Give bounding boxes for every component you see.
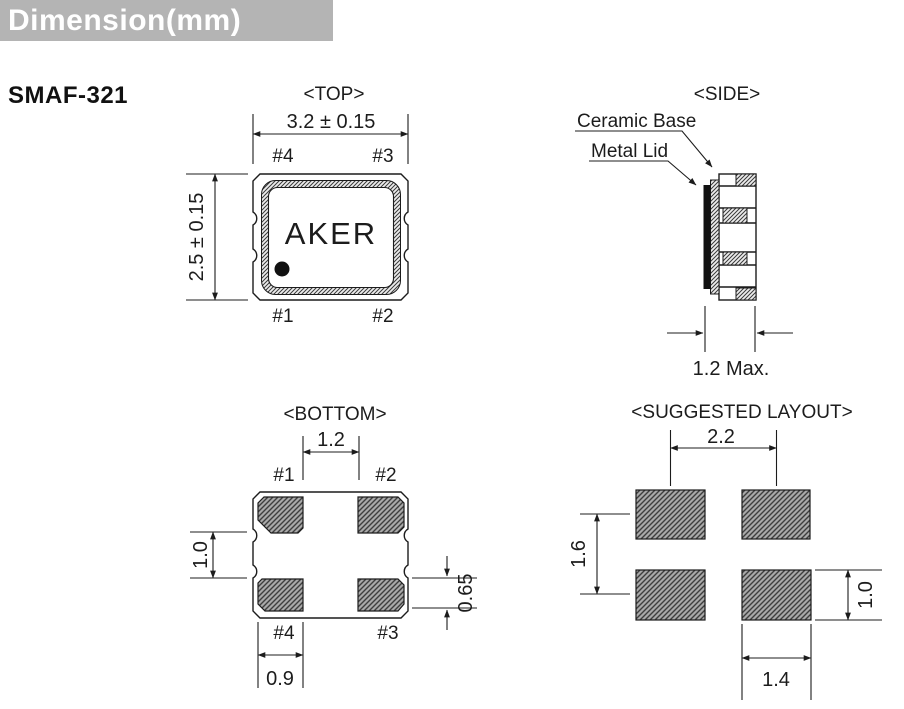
layout-pad-top-right [741, 489, 811, 540]
layout-pad-width-dimension: 1.4 [741, 624, 812, 700]
bottom-pin3-label: #3 [377, 623, 398, 644]
side-view: <SIDE> Ceramic Base Metal Lid [575, 84, 793, 380]
layout-pad-top-left [635, 489, 706, 540]
side-metal-lid [703, 185, 711, 289]
metal-lid-label: Metal Lid [591, 141, 668, 162]
layout-pad-bottom-left [635, 569, 706, 621]
side-castellation-top [735, 173, 757, 187]
bottom-pad-gap-x-dimension: 1.2 [302, 429, 360, 480]
top-view: <TOP> 3.2 ± 0.15 #4 #3 #1 #2 AKER [186, 84, 409, 327]
bottom-view: <BOTTOM> 1.2 #1 #2 1.0 [190, 404, 477, 690]
bottom-pad-4 [257, 578, 304, 612]
layout-pitch-x-dimension: 2.2 [669, 426, 778, 486]
bottom-view-title: <BOTTOM> [283, 404, 386, 425]
top-pin1-label: #1 [272, 306, 293, 327]
layout-pad-bottom-right [741, 569, 812, 621]
bottom-pad-gap-y-dimension: 1.0 [190, 531, 247, 579]
side-ceramic-body [718, 173, 757, 301]
layout-pad-width-label: 1.4 [762, 669, 790, 691]
section-title: Dimension(mm) [8, 3, 242, 37]
top-view-title: <TOP> [304, 84, 365, 105]
layout-view: <SUGGESTED LAYOUT> 2.2 1.6 [568, 402, 882, 700]
bottom-pad-2 [357, 496, 405, 534]
ceramic-base-leader [575, 130, 713, 168]
top-height-dim-label: 2.5 ± 0.15 [186, 193, 208, 282]
side-electrode-lower [722, 251, 748, 266]
part-number-label: SMAF-321 [8, 82, 129, 109]
side-thickness-dim-label: 1.2 Max. [693, 358, 770, 380]
layout-pitch-x-label: 2.2 [707, 426, 735, 448]
side-ceramic-wall [710, 179, 720, 295]
top-pin4-label: #4 [272, 146, 294, 167]
side-thickness-dimension: 1.2 Max. [667, 306, 793, 380]
bottom-pad-gap-y-label: 1.0 [190, 541, 212, 569]
bottom-pad-1 [257, 496, 304, 534]
pin1-dot-marker [274, 261, 290, 277]
bottom-pad-3 [357, 578, 405, 612]
bottom-pad-height-label: 0.65 [455, 574, 477, 613]
layout-pitch-y-dimension: 1.6 [568, 513, 630, 595]
bottom-pin4-label: #4 [273, 623, 295, 644]
section-header: Dimension(mm) [0, 0, 333, 41]
metal-lid-leader [589, 160, 697, 186]
top-width-dim-label: 3.2 ± 0.15 [287, 111, 376, 133]
bottom-pad-width-dimension: 0.9 [257, 622, 304, 690]
side-package [703, 173, 757, 301]
top-lid-face [267, 186, 395, 289]
bottom-pin2-label: #2 [375, 465, 396, 486]
top-width-dimension: 3.2 ± 0.15 [252, 111, 409, 164]
top-pin2-label: #2 [372, 306, 393, 327]
layout-view-title: <SUGGESTED LAYOUT> [631, 402, 852, 423]
layout-pad-height-dimension: 1.0 [815, 569, 882, 621]
bottom-pin1-label: #1 [273, 465, 294, 486]
top-pin3-label: #3 [372, 146, 393, 167]
top-height-dimension: 2.5 ± 0.15 [186, 173, 248, 301]
bottom-pad-height-dimension: 0.65 [412, 556, 477, 630]
side-castellation-bottom [735, 287, 757, 301]
brand-marking: AKER [285, 216, 377, 251]
layout-pitch-y-label: 1.6 [568, 540, 590, 568]
side-view-title: <SIDE> [694, 84, 761, 105]
ceramic-base-label: Ceramic Base [577, 111, 696, 132]
bottom-pad-gap-x-label: 1.2 [317, 429, 345, 451]
layout-pad-height-label: 1.0 [855, 581, 877, 609]
bottom-pad-width-label: 0.9 [266, 668, 294, 690]
side-electrode-upper [722, 207, 748, 224]
